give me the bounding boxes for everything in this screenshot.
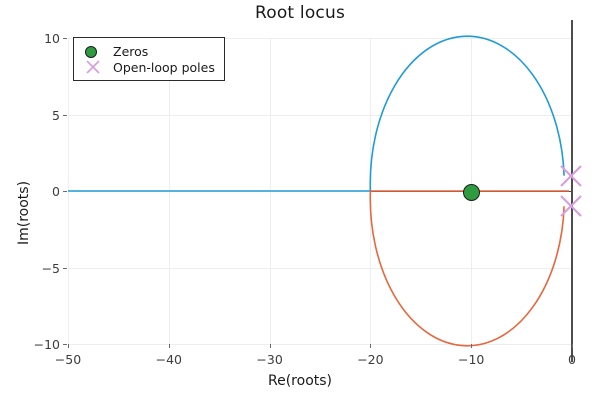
legend: Zeros Open-loop poles bbox=[73, 37, 225, 81]
x-marker-icon bbox=[81, 59, 107, 75]
xtick-label-4: −10 bbox=[457, 352, 485, 367]
y-axis-label: Im(roots) bbox=[16, 180, 32, 245]
ytick-label-neg5: −5 bbox=[41, 260, 60, 276]
ytick-label-0: 0 bbox=[52, 184, 60, 199]
axis-imaginary bbox=[571, 20, 573, 362]
locus-curves bbox=[68, 35, 569, 347]
branch-upper-path bbox=[68, 35, 565, 192]
ytick-label-5: 5 bbox=[52, 107, 60, 123]
tickmark-x-5 bbox=[572, 344, 573, 348]
xtick-label-2: −30 bbox=[256, 352, 283, 367]
x-axis-label: Re(roots) bbox=[268, 373, 332, 389]
gridline-y-5 bbox=[68, 114, 572, 116]
tickmark-y-neg10 bbox=[63, 344, 67, 345]
tickmark-y-5 bbox=[63, 114, 67, 116]
ytick-label-10: 10 bbox=[44, 31, 60, 46]
legend-label-zeros: Zeros bbox=[113, 43, 149, 59]
tickmark-x-4 bbox=[471, 344, 473, 348]
tickmark-x-2 bbox=[269, 344, 271, 348]
legend-label-poles: Open-loop poles bbox=[113, 59, 215, 75]
xtick-label-1: −40 bbox=[155, 352, 182, 367]
xtick-label-5: 0 bbox=[568, 352, 576, 367]
pole-marker-upper bbox=[560, 165, 582, 187]
xtick-label-3: −20 bbox=[357, 352, 384, 367]
xtick-label-0: −50 bbox=[54, 352, 82, 367]
tickmark-x-0 bbox=[68, 344, 69, 348]
tickmark-y-10 bbox=[63, 38, 67, 39]
ytick-label-neg10: −10 bbox=[33, 337, 60, 352]
tickmark-y-0 bbox=[63, 191, 67, 192]
zero-marker bbox=[463, 183, 481, 201]
legend-item-poles: Open-loop poles bbox=[81, 59, 215, 75]
tickmark-x-1 bbox=[168, 344, 170, 348]
gridline-y-neg5 bbox=[68, 267, 572, 269]
tickmark-y-neg5 bbox=[63, 267, 67, 269]
plot-area bbox=[68, 20, 582, 362]
gridline-y-neg10 bbox=[68, 344, 572, 345]
circle-marker-icon bbox=[81, 43, 107, 59]
branch-lower-arc bbox=[369, 190, 565, 347]
gridline-y-10 bbox=[68, 38, 572, 39]
pole-marker-lower bbox=[560, 195, 582, 217]
legend-item-zeros: Zeros bbox=[81, 43, 215, 59]
chart-title: Root locus bbox=[254, 3, 346, 23]
tickmark-x-3 bbox=[370, 344, 372, 348]
